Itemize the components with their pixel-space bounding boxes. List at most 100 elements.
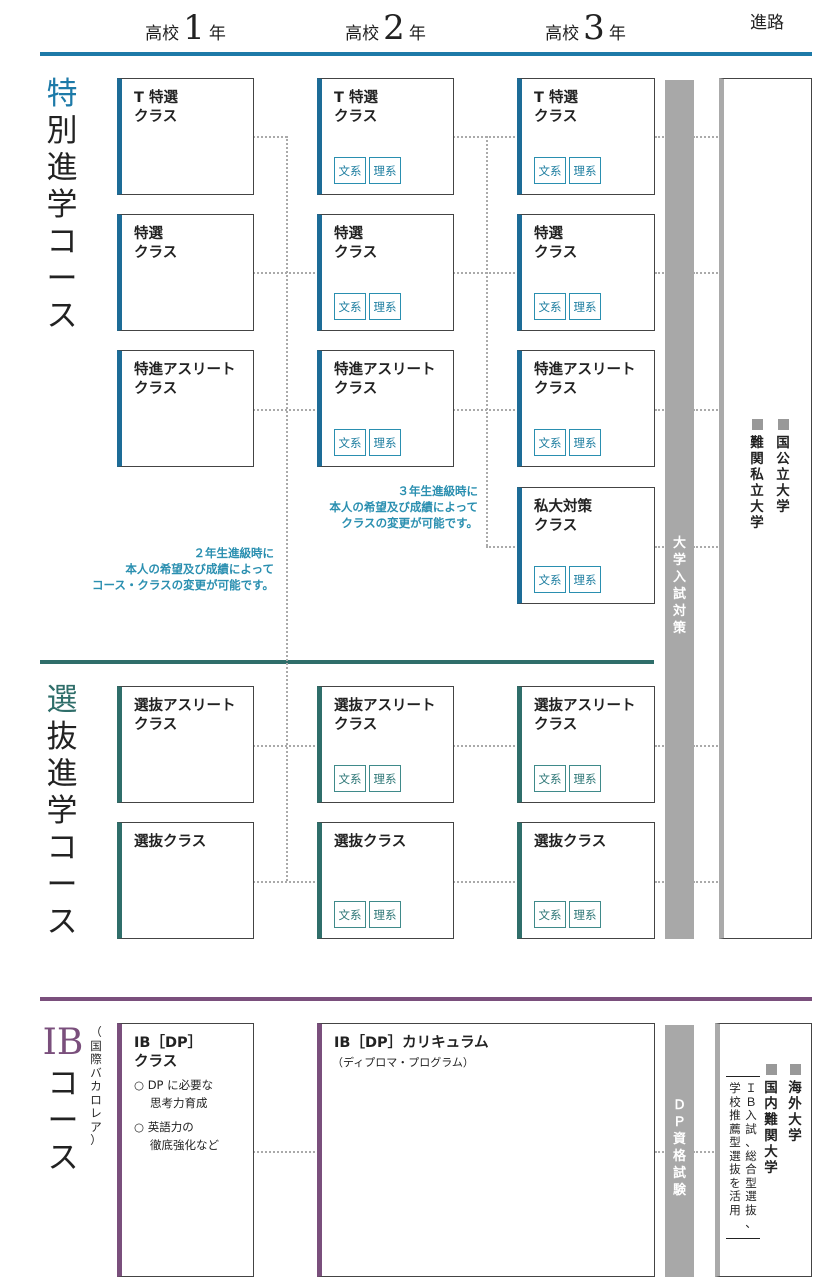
class-name: 選抜クラス	[334, 834, 407, 850]
connector-line	[655, 409, 667, 411]
connector-line	[253, 136, 287, 138]
class-box: T 特選 クラス 文系理系	[317, 78, 454, 195]
bunkei-tag: 文系	[534, 765, 566, 792]
class-box: 特進アスリート クラス	[117, 350, 254, 467]
class-name: IB［DP］ クラス	[134, 1035, 203, 1070]
rikei-tag: 理系	[569, 765, 601, 792]
ib-course-title: IB コ ー ス	[42, 1022, 84, 1176]
rikei-tag: 理系	[369, 293, 401, 320]
connector-line	[693, 881, 721, 883]
senbatsu-course-title: 選 抜 進 学 コ ー ス	[46, 682, 78, 940]
connector-line	[453, 881, 519, 883]
bunkei-tag: 文系	[534, 429, 566, 456]
class-name: 特選 クラス	[534, 226, 578, 261]
bracket-top	[726, 1076, 760, 1077]
class-box: 特選 クラス 文系理系	[317, 214, 454, 331]
class-name: 特選 クラス	[334, 226, 378, 261]
rikei-tag: 理系	[569, 293, 601, 320]
ib-admission-methods-a: Ｉ Ｂ 入 試 、 総 合 型 選 抜 、	[745, 1081, 757, 1230]
square-bullet-icon	[751, 419, 763, 430]
ib-rule	[40, 997, 812, 1001]
connector-line	[486, 136, 488, 546]
class-box: 選抜クラス 文系理系	[317, 822, 454, 939]
connector-line	[693, 1151, 717, 1153]
square-bullet-icon	[777, 419, 789, 430]
rikei-tag: 理系	[369, 429, 401, 456]
class-box: 私大対策 クラス 文系理系	[517, 487, 655, 604]
destination-national-public: 国 公 立 大 学	[774, 419, 792, 515]
bunkei-tag: 文系	[534, 157, 566, 184]
connector-line	[655, 745, 667, 747]
bunkei-tag: 文系	[334, 429, 366, 456]
bunkei-tag: 文系	[534, 901, 566, 928]
dp-exam-bar: Ｄ Ｐ 資 格 試 験	[665, 1025, 694, 1277]
destination-private: 難 関 私 立 大 学	[748, 419, 766, 531]
class-box: T 特選 クラス	[117, 78, 254, 195]
class-name: 特進アスリート クラス	[134, 362, 236, 397]
class-box: 特選 クラス	[117, 214, 254, 331]
class-name: T 特選 クラス	[334, 90, 378, 125]
class-box: T 特選 クラス 文系理系	[517, 78, 655, 195]
rikei-tag: 理系	[369, 901, 401, 928]
connector-line	[655, 136, 667, 138]
bunkei-tag: 文系	[534, 293, 566, 320]
class-name: T 特選 クラス	[134, 90, 178, 125]
bracket-bottom	[726, 1238, 760, 1239]
rikei-tag: 理系	[369, 157, 401, 184]
grade2-change-note: ２年生進級時に 本人の希望及び成績によって コース・クラスの変更が可能です。	[91, 546, 274, 592]
ib-course-subtitle: （ 国 際 バ カ ロ レ ア ）	[90, 1025, 102, 1147]
square-bullet-icon	[789, 1064, 801, 1075]
tokubetsu-rule	[40, 52, 812, 56]
connector-line	[486, 546, 519, 548]
ib-destination-box: 海 外 大 学 国 内 難 関 大 学 Ｉ Ｂ 入 試 、 総 合 型 選 抜 …	[715, 1023, 812, 1277]
class-name: 特進アスリート クラス	[334, 362, 436, 397]
grade3-change-note: ３年生進級時に 本人の希望及び成績によって クラスの変更が可能です。	[329, 484, 478, 530]
bunkei-tag: 文系	[334, 157, 366, 184]
connector-line	[693, 136, 721, 138]
class-name: IB［DP］カリキュラム	[334, 1035, 489, 1051]
class-name: 選抜アスリート クラス	[134, 698, 236, 733]
header-career: 進路	[750, 13, 784, 33]
class-box: 選抜クラス	[117, 822, 254, 939]
destination-overseas: 海 外 大 学	[786, 1064, 804, 1144]
ib-admission-methods-b: 学 校 推 薦 型 選 抜 を 活 用	[729, 1081, 741, 1217]
class-box: IB［DP］カリキュラム （ディプロマ・プログラム）	[317, 1023, 655, 1277]
exam-prep-bar: 大 学 入 試 対 策	[665, 80, 694, 939]
bunkei-tag: 文系	[334, 293, 366, 320]
connector-line	[693, 409, 721, 411]
class-box: 特選 クラス 文系理系	[517, 214, 655, 331]
connector-line	[253, 881, 319, 883]
square-bullet-icon	[765, 1064, 777, 1075]
class-box: 特進アスリート クラス 文系理系	[317, 350, 454, 467]
class-name: 私大対策 クラス	[534, 499, 592, 534]
ib-curriculum-subtitle: （ディプロマ・プログラム）	[332, 1056, 474, 1069]
rikei-tag: 理系	[369, 765, 401, 792]
rikei-tag: 理系	[569, 429, 601, 456]
class-name: 選抜クラス	[534, 834, 607, 850]
tokubetsu-course-title: 特 別 進 学 コ ー ス	[46, 76, 78, 334]
class-box: 選抜アスリート クラス 文系理系	[517, 686, 655, 803]
connector-line	[655, 1151, 667, 1153]
bunkei-tag: 文系	[334, 901, 366, 928]
connector-line	[655, 881, 667, 883]
connector-line	[693, 745, 721, 747]
class-box: 選抜アスリート クラス 文系理系	[317, 686, 454, 803]
class-box: 選抜アスリート クラス	[117, 686, 254, 803]
connector-line	[655, 546, 667, 548]
connector-line	[286, 136, 288, 881]
class-name: 選抜アスリート クラス	[534, 698, 636, 733]
class-box: 選抜クラス 文系理系	[517, 822, 655, 939]
connector-line	[453, 745, 519, 747]
senbatsu-rule	[40, 660, 654, 664]
class-name: 選抜アスリート クラス	[334, 698, 436, 733]
rikei-tag: 理系	[569, 901, 601, 928]
connector-line	[693, 546, 721, 548]
connector-line	[253, 1151, 319, 1153]
destination-domestic: 国 内 難 関 大 学	[762, 1064, 780, 1176]
career-destination-box: 国 公 立 大 学 難 関 私 立 大 学	[719, 78, 812, 939]
class-name: 特選 クラス	[134, 226, 178, 261]
class-name: 特進アスリート クラス	[534, 362, 636, 397]
